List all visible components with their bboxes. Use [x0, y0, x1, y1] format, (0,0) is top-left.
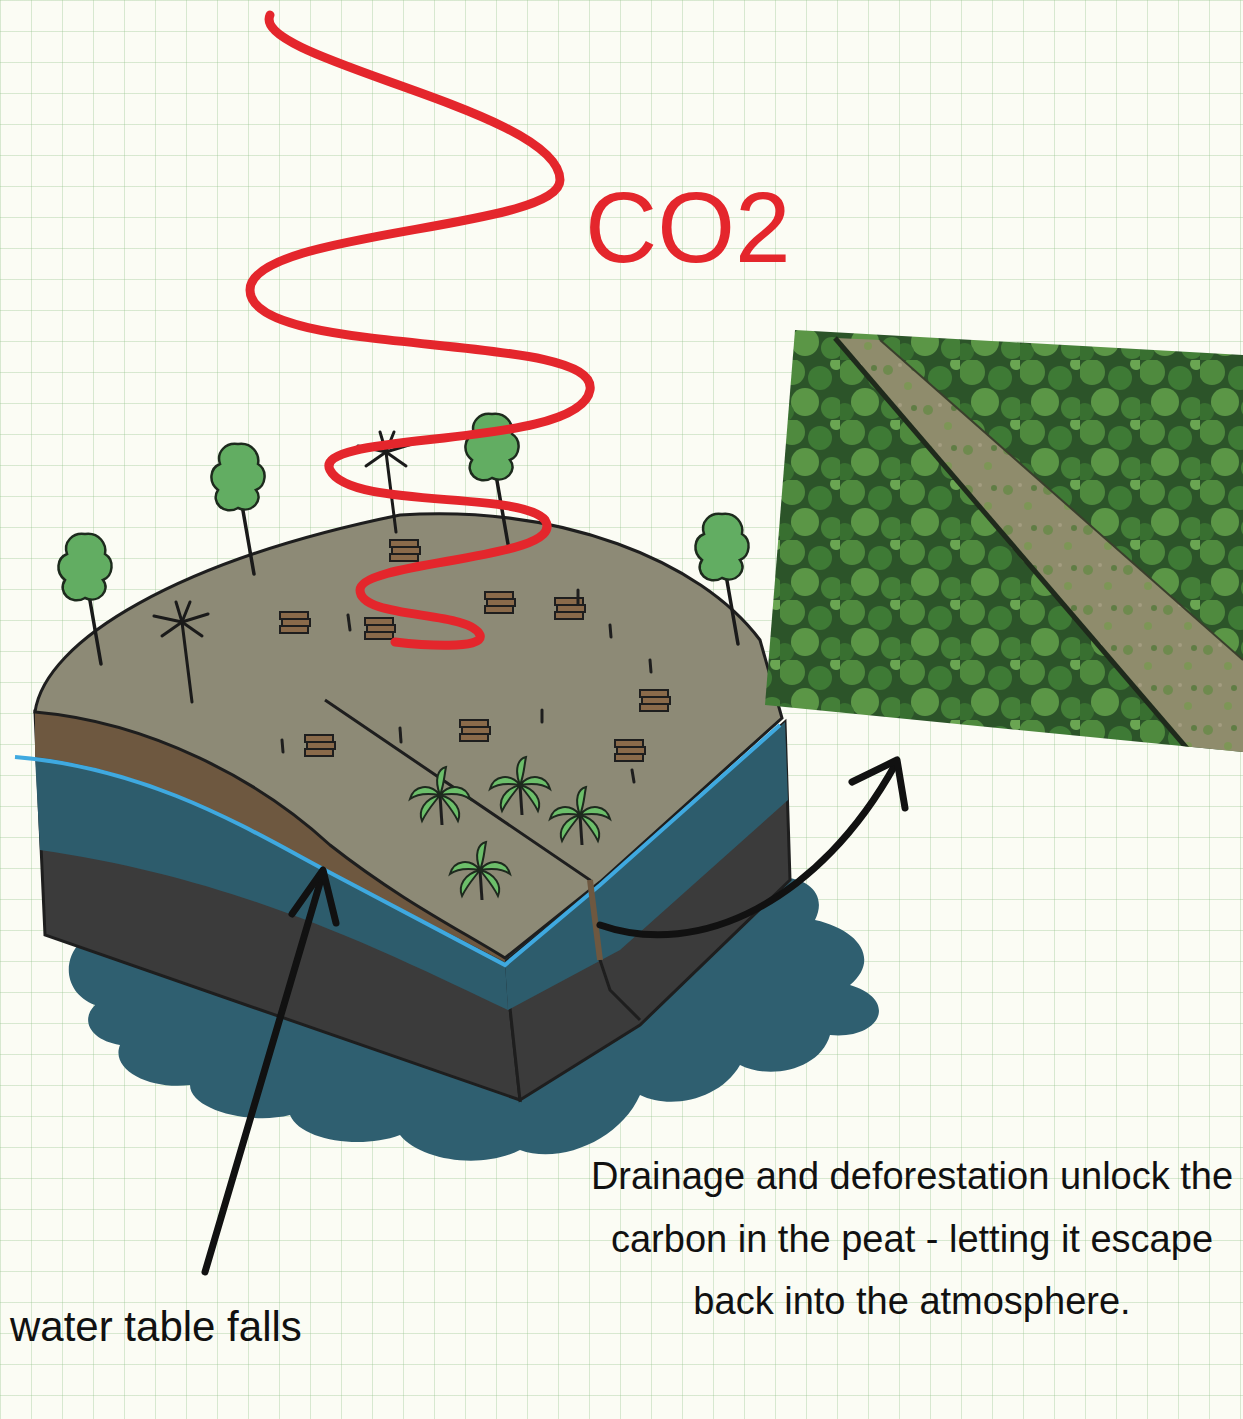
carbon-note: Drainage and deforestation unlock the ca…: [588, 1145, 1236, 1333]
water-table-note: water table falls: [10, 1300, 450, 1355]
gas-label: CO2: [585, 172, 885, 282]
